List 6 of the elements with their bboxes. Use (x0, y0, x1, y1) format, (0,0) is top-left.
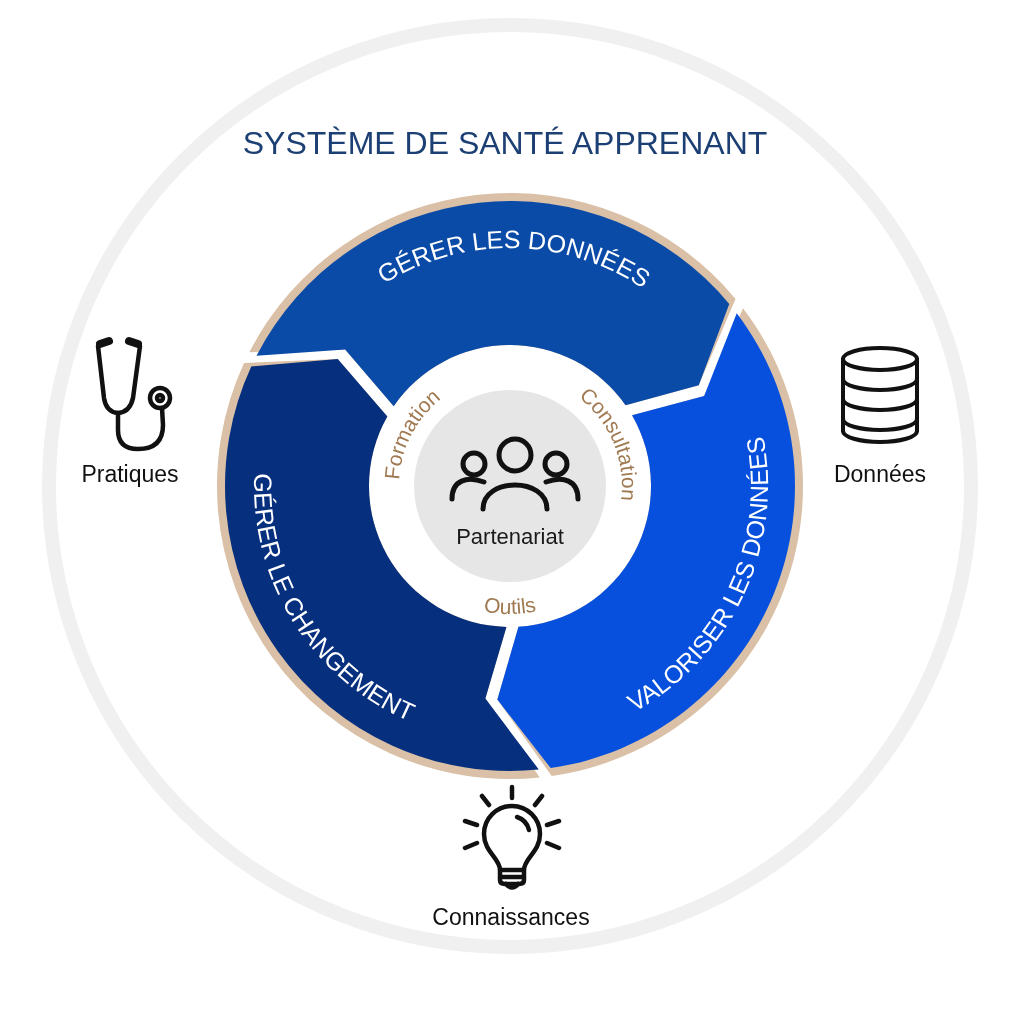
diagram-title: SYSTÈME DE SANTÉ APPRENANT (242, 124, 768, 162)
center-label: Partenariat (456, 524, 564, 550)
icon-caption: Connaissances (432, 903, 590, 931)
ring-label: Outils (482, 592, 538, 619)
icon-caption: Données (833, 460, 927, 488)
icon-caption: Pratiques (81, 460, 179, 488)
